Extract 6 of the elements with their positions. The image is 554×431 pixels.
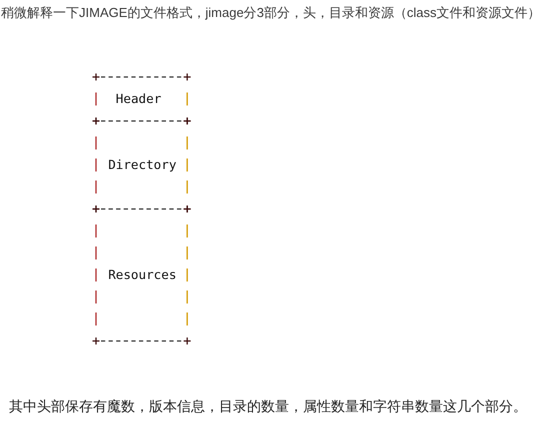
section-box — [92, 205, 192, 345]
section-label: Resources — [108, 267, 176, 283]
intro-text: 稍微解释一下JIMAGE的文件格式，jimage分3部分，头，目录和资源（class文件和资源文件） — [1, 4, 541, 22]
caption-text: 其中头部保存有魔数，版本信息，目录的数量，属性数量和字符串数量这几个部分。 — [9, 397, 527, 416]
section-label: Header — [116, 91, 162, 107]
section-label: Directory — [108, 157, 176, 173]
